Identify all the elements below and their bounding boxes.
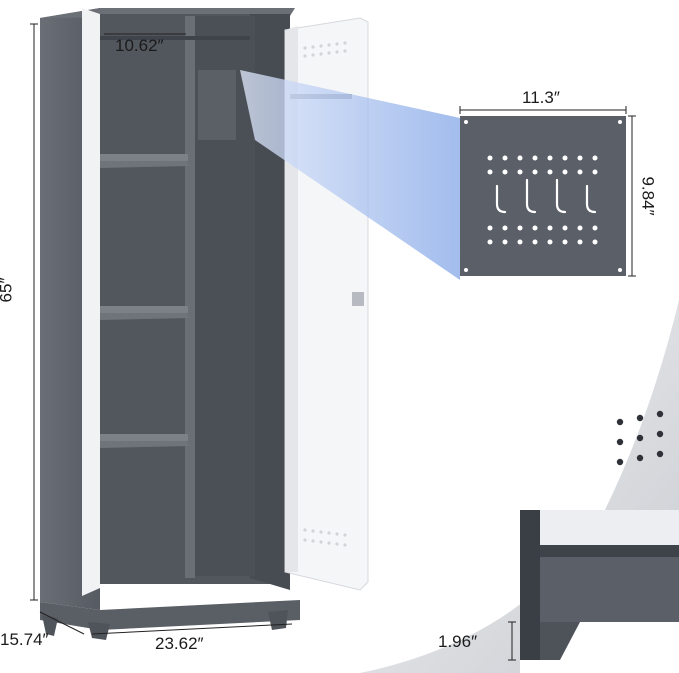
dimension-lines [30, 23, 636, 661]
pegboard-width-label: 11.3″ [522, 88, 560, 107]
pegboard-detail [460, 116, 626, 276]
zoom-beam [240, 70, 460, 280]
inner-width-label: 10.62″ [115, 36, 164, 55]
pegboard-height-label: 9.84″ [638, 176, 658, 216]
height-label: 65″ [0, 277, 16, 303]
width-label: 23.62″ [155, 634, 204, 653]
depth-label: 15.74″ [0, 630, 49, 649]
leg-height-label: 1.96″ [438, 632, 478, 651]
leg-detail [520, 510, 679, 673]
